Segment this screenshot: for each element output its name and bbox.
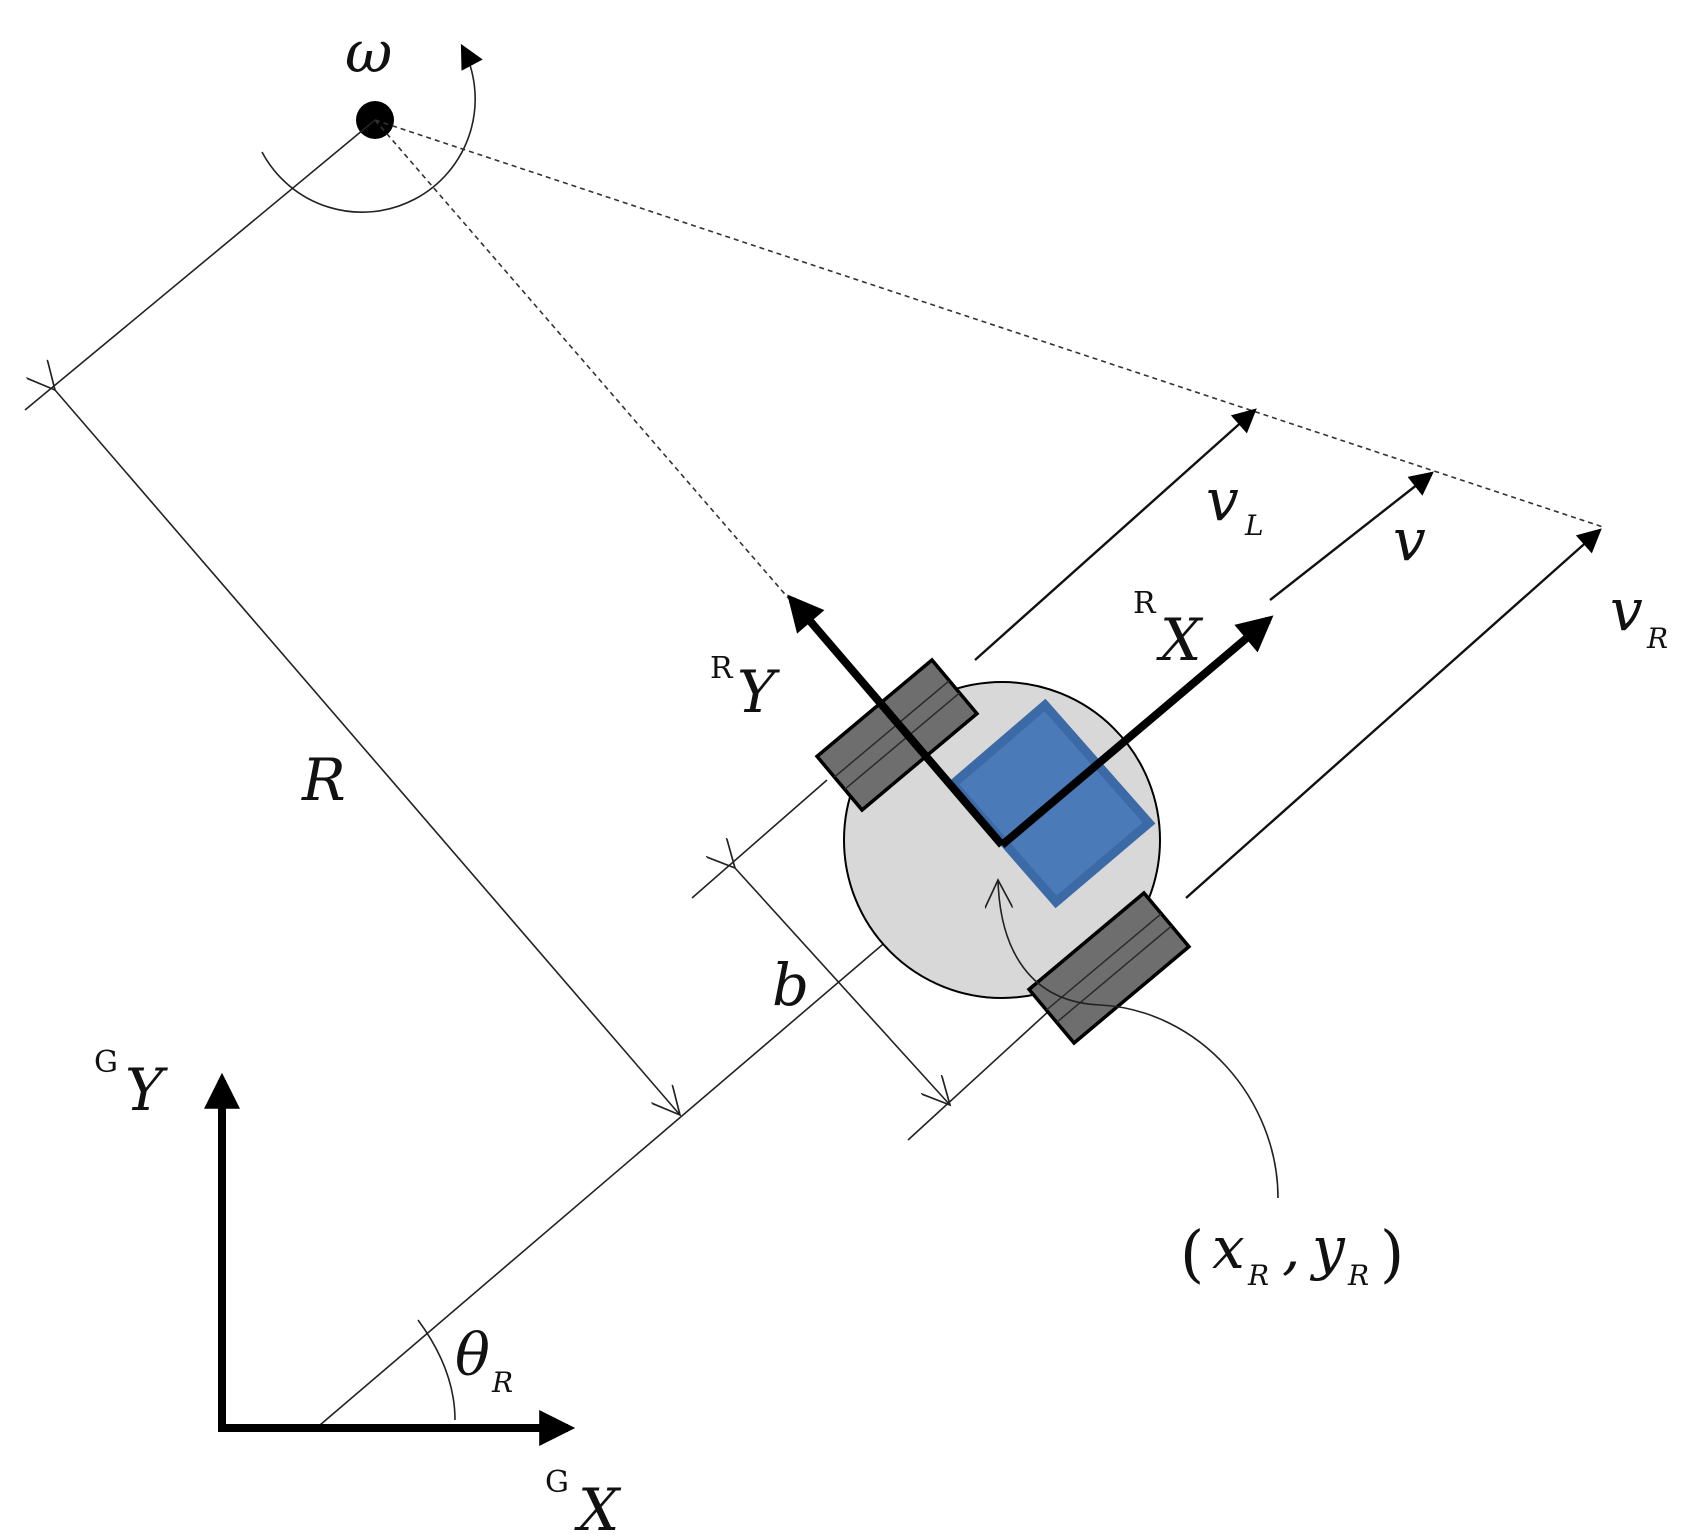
robot-position-label: ( x R , y R ) <box>1180 1214 1404 1292</box>
r-label: R <box>301 746 346 814</box>
svg-text:G: G <box>94 1045 118 1080</box>
robot-x-axis-arrow[interactable] <box>999 615 1274 849</box>
svg-text:v: v <box>1610 576 1643 644</box>
robot-x-axis-label: R X <box>1133 586 1204 674</box>
svg-text:,: , <box>1282 1214 1300 1282</box>
svg-text:): ) <box>1380 1217 1404 1290</box>
svg-text:R: R <box>710 651 734 686</box>
svg-text:R: R <box>1646 622 1668 655</box>
b-extension-line-left <box>691 779 828 899</box>
svg-text:R: R <box>491 1366 513 1399</box>
v-right-arrow <box>1185 528 1602 899</box>
b-dimension-arrow <box>735 868 950 1105</box>
v-center-arrow <box>1269 471 1434 601</box>
v-left-arrow <box>974 408 1257 661</box>
svg-text:y: y <box>1309 1214 1346 1282</box>
svg-text:θ: θ <box>455 1321 490 1389</box>
v-left-label: v L <box>1206 466 1264 542</box>
svg-text:Y: Y <box>125 1056 168 1124</box>
svg-text:Y: Y <box>737 658 780 726</box>
robot <box>814 657 1192 1046</box>
svg-text:R: R <box>1347 1259 1369 1292</box>
icc-tip-dashed-line <box>374 119 1604 528</box>
b-label: b <box>772 951 809 1019</box>
svg-text:v: v <box>1206 466 1239 534</box>
right-wheel <box>1026 890 1192 1046</box>
r-extension-line <box>24 119 376 411</box>
svg-text:X: X <box>574 1476 622 1540</box>
omega-rotation-arc <box>261 43 483 213</box>
b-extension-line-right <box>907 1009 1051 1141</box>
v-right-label: v R <box>1610 576 1668 655</box>
svg-text:R: R <box>1133 586 1157 621</box>
svg-text:X: X <box>1156 606 1204 674</box>
position-pointer-curve <box>998 880 1279 1199</box>
omega-label: ω <box>345 18 392 86</box>
robot-y-axis-label: R Y <box>710 651 780 726</box>
left-wheel <box>814 657 980 813</box>
theta-angle-arc <box>417 1319 456 1421</box>
r-dimension-arrow <box>55 390 680 1115</box>
svg-text:L: L <box>1244 509 1264 542</box>
theta-label: θ R <box>455 1321 513 1399</box>
v-label: v <box>1393 506 1426 574</box>
svg-text:(: ( <box>1180 1217 1204 1290</box>
svg-text:R: R <box>1247 1259 1269 1292</box>
global-y-axis-label: G Y <box>94 1045 168 1124</box>
global-x-axis-label: G X <box>545 1465 622 1540</box>
svg-text:G: G <box>545 1465 569 1500</box>
icc-to-robot-y-dashed-line <box>374 119 791 601</box>
svg-text:x: x <box>1212 1214 1245 1282</box>
robot-y-axis-arrow[interactable] <box>787 594 1006 848</box>
